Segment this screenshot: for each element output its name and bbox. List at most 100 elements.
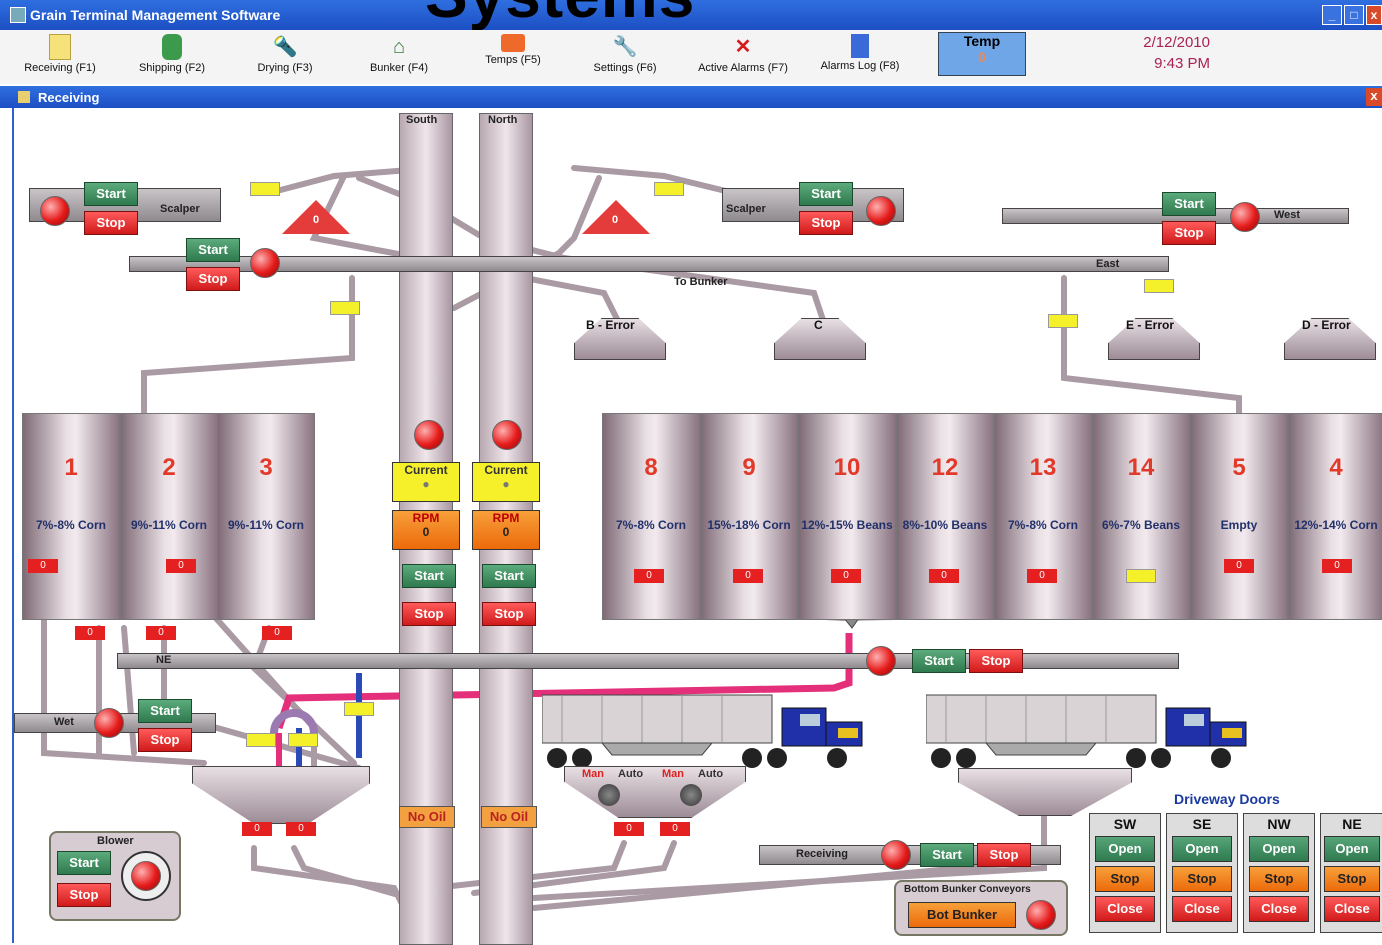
ne-conveyor-light: [866, 646, 896, 676]
toolbar-settings-button[interactable]: 🔧 Settings (F6): [570, 30, 680, 82]
scalper-south-start-button[interactable]: Start: [84, 182, 138, 206]
receiving-close-button[interactable]: x: [1366, 88, 1382, 106]
door-se-stop-button[interactable]: Stop: [1172, 866, 1232, 892]
south-leg-start-button[interactable]: Start: [402, 564, 456, 588]
door-ne-close-button[interactable]: Close: [1324, 896, 1380, 922]
silo-grain: 7%-8% Corn: [1007, 518, 1078, 532]
door-se: SE Open Stop Close: [1166, 813, 1238, 933]
west-stop-button[interactable]: Stop: [1162, 221, 1216, 245]
door-se-close-button[interactable]: Close: [1172, 896, 1232, 922]
toolbar-receiving-button[interactable]: Receiving (F1): [5, 30, 115, 82]
gate-indicator: [1144, 279, 1174, 293]
silo-8[interactable]: 8 7%-8% Corn: [602, 413, 700, 620]
door-se-open-button[interactable]: Open: [1172, 836, 1232, 862]
minimize-button[interactable]: _: [1322, 5, 1342, 25]
ne-stop-button[interactable]: Stop: [969, 649, 1023, 673]
silo-12-gate-value: 0: [929, 569, 959, 583]
toolbar-shipping-button[interactable]: Shipping (F2): [117, 30, 227, 82]
east-conveyor-light: [250, 248, 280, 278]
silo-grain: 6%-7% Beans: [1101, 518, 1181, 532]
scalper-north-start-button[interactable]: Start: [799, 182, 853, 206]
bot-bunker-button[interactable]: Bot Bunker: [908, 902, 1016, 928]
toolbar-temps-button[interactable]: Temps (F5): [458, 30, 568, 82]
drying-icon: 🔦: [272, 36, 298, 58]
toolbar-label: Settings (F6): [593, 62, 657, 74]
toolbar-drying-button[interactable]: 🔦 Drying (F3): [230, 30, 340, 82]
receiving-label: Receiving: [796, 848, 848, 860]
rpm-label: RPM: [412, 511, 440, 525]
wet-conveyor-light: [94, 708, 124, 738]
blower-stop-button[interactable]: Stop: [57, 883, 111, 907]
window-icon: [18, 91, 30, 103]
east-start-button[interactable]: Start: [186, 238, 240, 262]
east-stop-button[interactable]: Stop: [186, 267, 240, 291]
silo-5[interactable]: 5 Empty: [1190, 413, 1288, 620]
close-button[interactable]: x: [1366, 5, 1382, 25]
silo-13[interactable]: 13 7%-8% Corn: [994, 413, 1092, 620]
wet-start-button[interactable]: Start: [138, 699, 192, 723]
west-conveyor-light: [1230, 202, 1260, 232]
silo-number: 13: [1029, 454, 1057, 481]
north-scalper-hopper: [582, 200, 650, 234]
toolbar-label: Shipping (F2): [138, 62, 206, 74]
temp-value: 0: [978, 49, 986, 65]
temps-icon: [501, 34, 525, 52]
blower-start-button[interactable]: Start: [57, 851, 111, 875]
door-nw-open-button[interactable]: Open: [1249, 836, 1309, 862]
receiving-start-button[interactable]: Start: [920, 843, 974, 867]
time-text: 9:43 PM: [1154, 55, 1210, 72]
door-name: SE: [1192, 816, 1212, 832]
door-sw-close-button[interactable]: Close: [1095, 896, 1155, 922]
north-leg-start-button[interactable]: Start: [482, 564, 536, 588]
silo-9[interactable]: 9 15%-18% Corn: [700, 413, 798, 620]
silo-8-gate-value: 0: [634, 569, 664, 583]
maximize-button[interactable]: □: [1344, 5, 1364, 25]
temp-box[interactable]: Temp 0: [938, 32, 1026, 76]
man-auto-switch-2[interactable]: [680, 784, 702, 806]
man-auto-switch-1[interactable]: [598, 784, 620, 806]
bottom-bunker-panel: Bottom Bunker Conveyors Bot Bunker: [894, 880, 1068, 936]
south-leg-stop-button[interactable]: Stop: [402, 602, 456, 626]
silo-grain: 12%-15% Beans: [801, 518, 893, 532]
silo-grain: 9%-11% Corn: [130, 518, 208, 532]
receiving-icon: [49, 34, 71, 60]
silo-1[interactable]: 1 7%-8% Corn: [22, 413, 120, 620]
door-sw: SW Open Stop Close: [1089, 813, 1161, 933]
toolbar-bunker-button[interactable]: ⌂ Bunker (F4): [344, 30, 454, 82]
toolbar-active-alarms-button[interactable]: ✕ Active Alarms (F7): [688, 30, 798, 82]
rpm-value: 0: [422, 525, 430, 539]
silo-9-gate-value: 0: [733, 569, 763, 583]
silo-3[interactable]: 3 9%-11% Corn: [217, 413, 315, 620]
silo-14[interactable]: 14 6%-7% Beans: [1092, 413, 1190, 620]
silo-12[interactable]: 12 8%-10% Beans: [896, 413, 994, 620]
east-conveyor: [129, 256, 1169, 272]
gate-indicator: [1048, 314, 1078, 328]
door-ne-stop-button[interactable]: Stop: [1324, 866, 1380, 892]
silo-10[interactable]: 10 12%-15% Beans: [798, 413, 896, 620]
silo-2[interactable]: 2 9%-11% Corn: [120, 413, 218, 620]
hopper-c-label: C: [814, 318, 823, 332]
south-leg-label: South: [406, 114, 438, 126]
door-nw-stop-button[interactable]: Stop: [1249, 866, 1309, 892]
wet-stop-button[interactable]: Stop: [138, 728, 192, 752]
silo-number: 4: [1329, 454, 1343, 481]
silo-number: 2: [162, 454, 176, 481]
receiving-stop-button[interactable]: Stop: [977, 843, 1031, 867]
ne-start-button[interactable]: Start: [912, 649, 966, 673]
pit-gate-value: 0: [660, 822, 690, 836]
door-ne-open-button[interactable]: Open: [1324, 836, 1380, 862]
datetime: 2/12/2010 9:43 PM: [1090, 34, 1210, 72]
toolbar-alarms-log-button[interactable]: Alarms Log (F8): [805, 30, 915, 82]
scalper-north-stop-button[interactable]: Stop: [799, 211, 853, 235]
silo-4[interactable]: 4 12%-14% Corn: [1288, 413, 1382, 620]
toolbar-label: Drying (F3): [257, 62, 313, 74]
gate-indicator: [330, 301, 360, 315]
west-start-button[interactable]: Start: [1162, 192, 1216, 216]
north-current-box: Current●: [472, 462, 540, 502]
door-sw-open-button[interactable]: Open: [1095, 836, 1155, 862]
door-nw-close-button[interactable]: Close: [1249, 896, 1309, 922]
door-sw-stop-button[interactable]: Stop: [1095, 866, 1155, 892]
north-leg-stop-button[interactable]: Stop: [482, 602, 536, 626]
scalper-south-stop-button[interactable]: Stop: [84, 211, 138, 235]
